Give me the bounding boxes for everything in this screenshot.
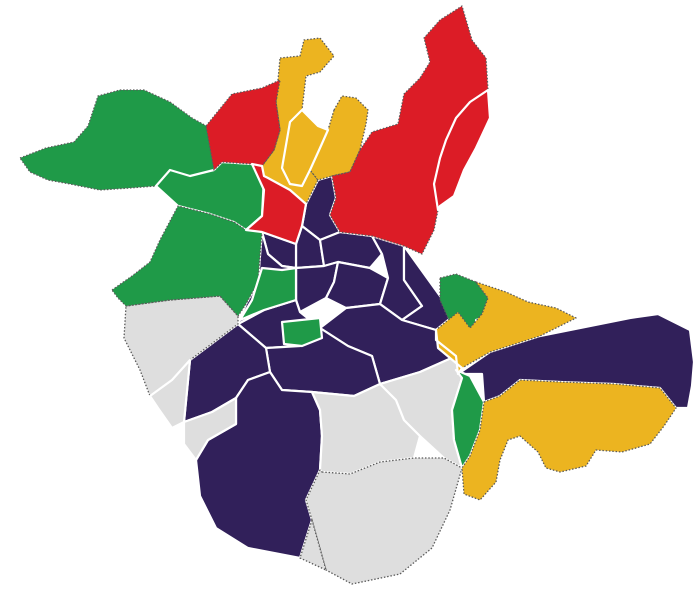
region-18[interactable] [182, 396, 238, 462]
region-21[interactable] [305, 457, 463, 585]
region-17[interactable] [148, 358, 192, 430]
yellow-regions [261, 37, 677, 501]
region-37[interactable] [205, 79, 281, 171]
region-27[interactable] [280, 316, 324, 348]
region-26[interactable] [238, 266, 298, 322]
region-36[interactable] [434, 328, 464, 376]
red-regions [205, 5, 492, 255]
region-33[interactable] [280, 108, 330, 188]
region-35[interactable] [461, 379, 677, 501]
region-22[interactable] [299, 519, 327, 571]
region-25[interactable] [111, 205, 263, 317]
gray-regions [123, 295, 464, 585]
region-23[interactable] [19, 89, 215, 191]
region-38[interactable] [244, 162, 308, 246]
region-40[interactable] [432, 88, 492, 212]
